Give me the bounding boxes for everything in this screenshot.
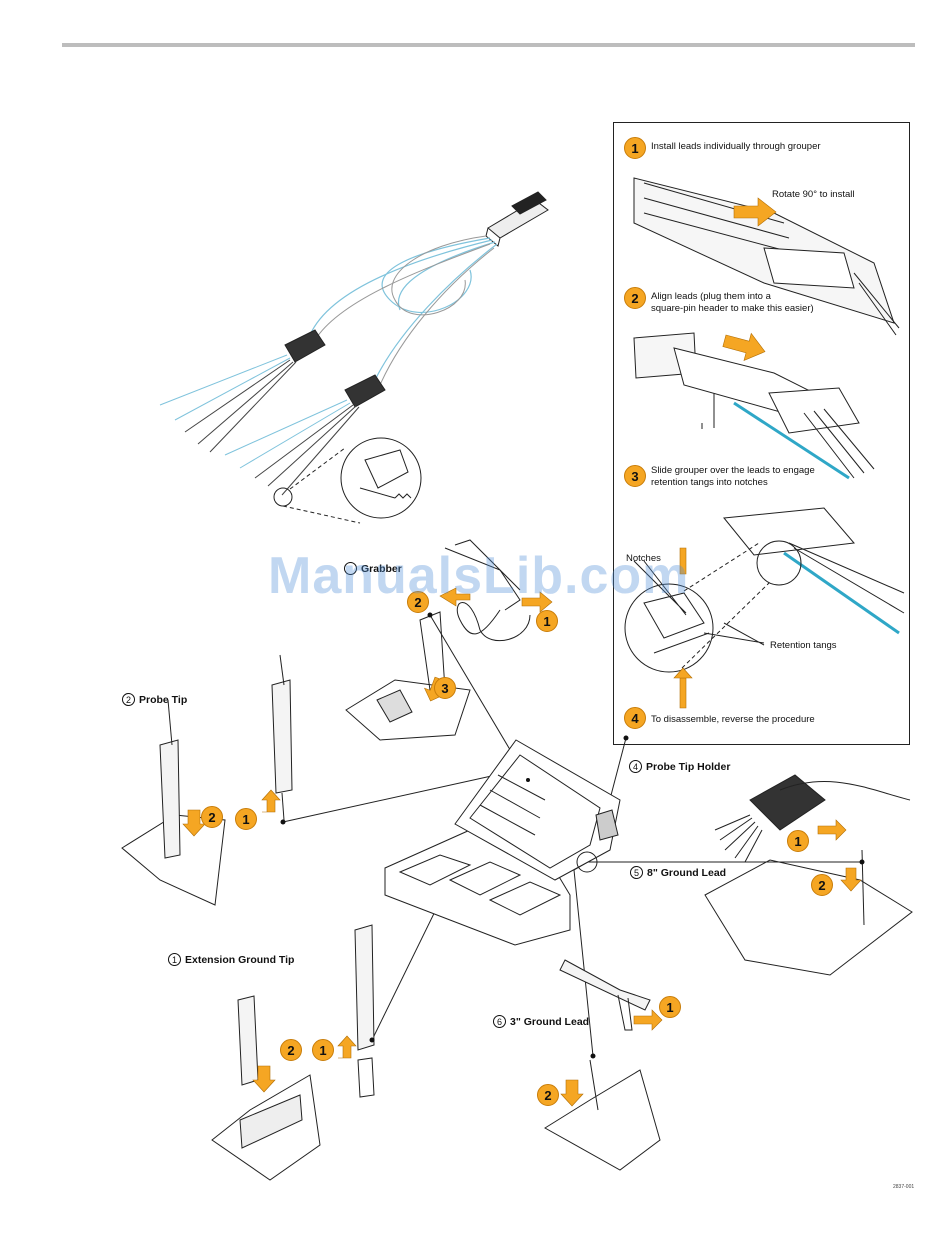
inset-step-4-badge: 4 (624, 707, 646, 729)
inset-step-3-text: Slide grouper over the leads to engage r… (651, 465, 815, 488)
extension-ground-tip-number: 1 (168, 953, 181, 966)
grabber-label: Grabber (344, 562, 402, 575)
rotate-callout: Rotate 90° to install (772, 189, 855, 200)
inset-step-1-text: Install leads individually through group… (651, 141, 821, 152)
lead-pod-lower (344, 374, 386, 408)
extension-ground-tip-label: 1 Extension Ground Tip (168, 953, 294, 966)
notches-callout: Notches (626, 553, 661, 564)
ext-tip-step-1-badge: 1 (312, 1039, 334, 1061)
probe-tip-holder-text: Probe Tip Holder (646, 760, 731, 773)
probe-tip-label: 2 Probe Tip (122, 693, 187, 706)
figure-number: 2837-001 (893, 1184, 915, 1190)
ground-lead-3-number: 6 (493, 1015, 506, 1028)
probe-tip-holder-label: 4 Probe Tip Holder (629, 760, 730, 773)
ground8-step-1-badge: 1 (787, 830, 809, 852)
probe-tip-step-1-badge: 1 (235, 808, 257, 830)
ground-lead-3-label: 6 3" Ground Lead (493, 1015, 589, 1028)
grabber-step-1-badge: 1 (536, 610, 558, 632)
grabber-text: Grabber (361, 562, 402, 575)
ground3-step-1-badge: 1 (659, 996, 681, 1018)
probe-tip-holder-number: 4 (629, 760, 642, 773)
grouper-illustrations (624, 177, 905, 709)
probe-tip-text: Probe Tip (139, 693, 188, 706)
inset-step-3-badge: 3 (624, 465, 646, 487)
watermark: ManualsLib.com (268, 547, 690, 605)
ground3-step-2-badge: 2 (537, 1084, 559, 1106)
ground-lead-8-label: 5 8" Ground Lead (630, 866, 726, 879)
grouper-assembly-inset: 1 Install leads individually through gro… (613, 122, 910, 745)
inset-step-1-badge: 1 (624, 137, 646, 159)
header-rule (62, 43, 915, 47)
probe-connector-illustration (485, 191, 549, 247)
lead-pod-upper (284, 329, 326, 363)
grabber-step-3-badge: 3 (434, 677, 456, 699)
probe-cables (309, 237, 498, 381)
ground-lead-8-text: 8" Ground Lead (647, 866, 727, 879)
probe-tip-step-2-badge: 2 (201, 806, 223, 828)
inset-step-2-badge: 2 (624, 287, 646, 309)
inset-step-2-text: Align leads (plug them into a square-pin… (651, 291, 814, 314)
extension-ground-tip-text: Extension Ground Tip (185, 953, 295, 966)
probe-tip-number: 2 (122, 693, 135, 706)
ground8-step-2-badge: 2 (811, 874, 833, 896)
ground-lead-8-number: 5 (630, 866, 643, 879)
inset-step-4-text: To disassemble, reverse the procedure (651, 714, 815, 725)
ground-lead-3-text: 3" Ground Lead (510, 1015, 590, 1028)
ext-tip-step-2-badge: 2 (280, 1039, 302, 1061)
accessory-case (384, 739, 621, 946)
retention-tangs-callout: Retention tangs (770, 640, 837, 651)
grabber-number (344, 562, 357, 575)
grabber-step-2-badge: 2 (407, 591, 429, 613)
